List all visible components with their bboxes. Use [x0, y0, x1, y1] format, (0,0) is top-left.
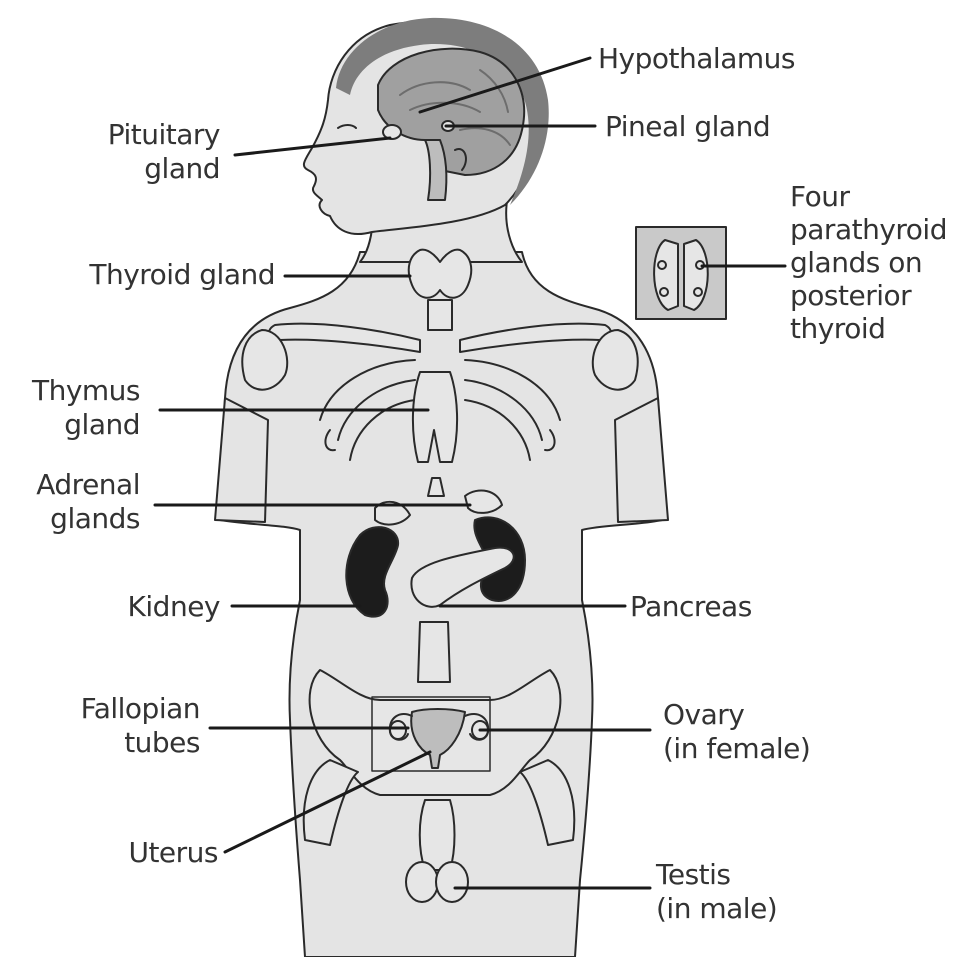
label-fallopian-line-2: tubes — [40, 726, 200, 760]
label-ovary-line-1: Ovary — [663, 698, 810, 732]
left-arm — [215, 398, 268, 522]
label-pituitary-line-1: Pituitary — [60, 118, 220, 152]
label-testis-line-2: (in male) — [656, 892, 777, 926]
label-pituitary-gland: Pituitary gland — [60, 118, 220, 186]
parathyroid-gland-1 — [658, 261, 666, 269]
parathyroid-inset — [636, 227, 726, 319]
label-ovary: Ovary (in female) — [663, 698, 810, 766]
xiphoid — [428, 478, 444, 496]
label-hypothalamus: Hypothalamus — [598, 42, 795, 76]
label-parathyroid-line-1: Four — [790, 180, 947, 213]
label-parathyroid-line-3: glands on — [790, 246, 947, 279]
right-testis — [436, 862, 468, 902]
label-testis-line-1: Testis — [656, 858, 777, 892]
label-pancreas: Pancreas — [630, 590, 752, 624]
right-shoulder-bone — [593, 330, 638, 390]
label-ovary-line-2: (in female) — [663, 732, 810, 766]
left-testis — [406, 862, 438, 902]
label-parathyroid: Four parathyroid glands on posterior thy… — [790, 180, 947, 345]
label-testis: Testis (in male) — [656, 858, 777, 926]
penis — [420, 800, 455, 870]
label-pineal-gland: Pineal gland — [605, 110, 770, 144]
label-fallopian-tubes: Fallopian tubes — [40, 692, 200, 760]
label-parathyroid-line-2: parathyroid — [790, 213, 947, 246]
label-adrenal-glands: Adrenal glands — [10, 468, 140, 536]
label-pituitary-line-2: gland — [60, 152, 220, 186]
label-adrenal-line-2: glands — [10, 502, 140, 536]
label-thymus-line-1: Thymus — [10, 374, 140, 408]
lumbar-spine — [418, 622, 450, 682]
parathyroid-gland-2 — [660, 288, 668, 296]
label-parathyroid-line-5: thyroid — [790, 312, 947, 345]
label-uterus: Uterus — [90, 836, 218, 870]
label-thymus-line-2: gland — [10, 408, 140, 442]
label-kidney: Kidney — [90, 590, 220, 624]
label-thyroid-gland: Thyroid gland — [30, 258, 275, 292]
left-shoulder-bone — [242, 330, 287, 390]
left-ovary — [390, 721, 406, 739]
label-thymus-gland: Thymus gland — [10, 374, 140, 442]
pituitary-gland — [383, 125, 401, 139]
trachea — [428, 300, 452, 330]
label-adrenal-line-1: Adrenal — [10, 468, 140, 502]
right-arm — [615, 398, 668, 522]
label-fallopian-line-1: Fallopian — [40, 692, 200, 726]
parathyroid-gland-4 — [694, 288, 702, 296]
label-parathyroid-line-4: posterior — [790, 279, 947, 312]
